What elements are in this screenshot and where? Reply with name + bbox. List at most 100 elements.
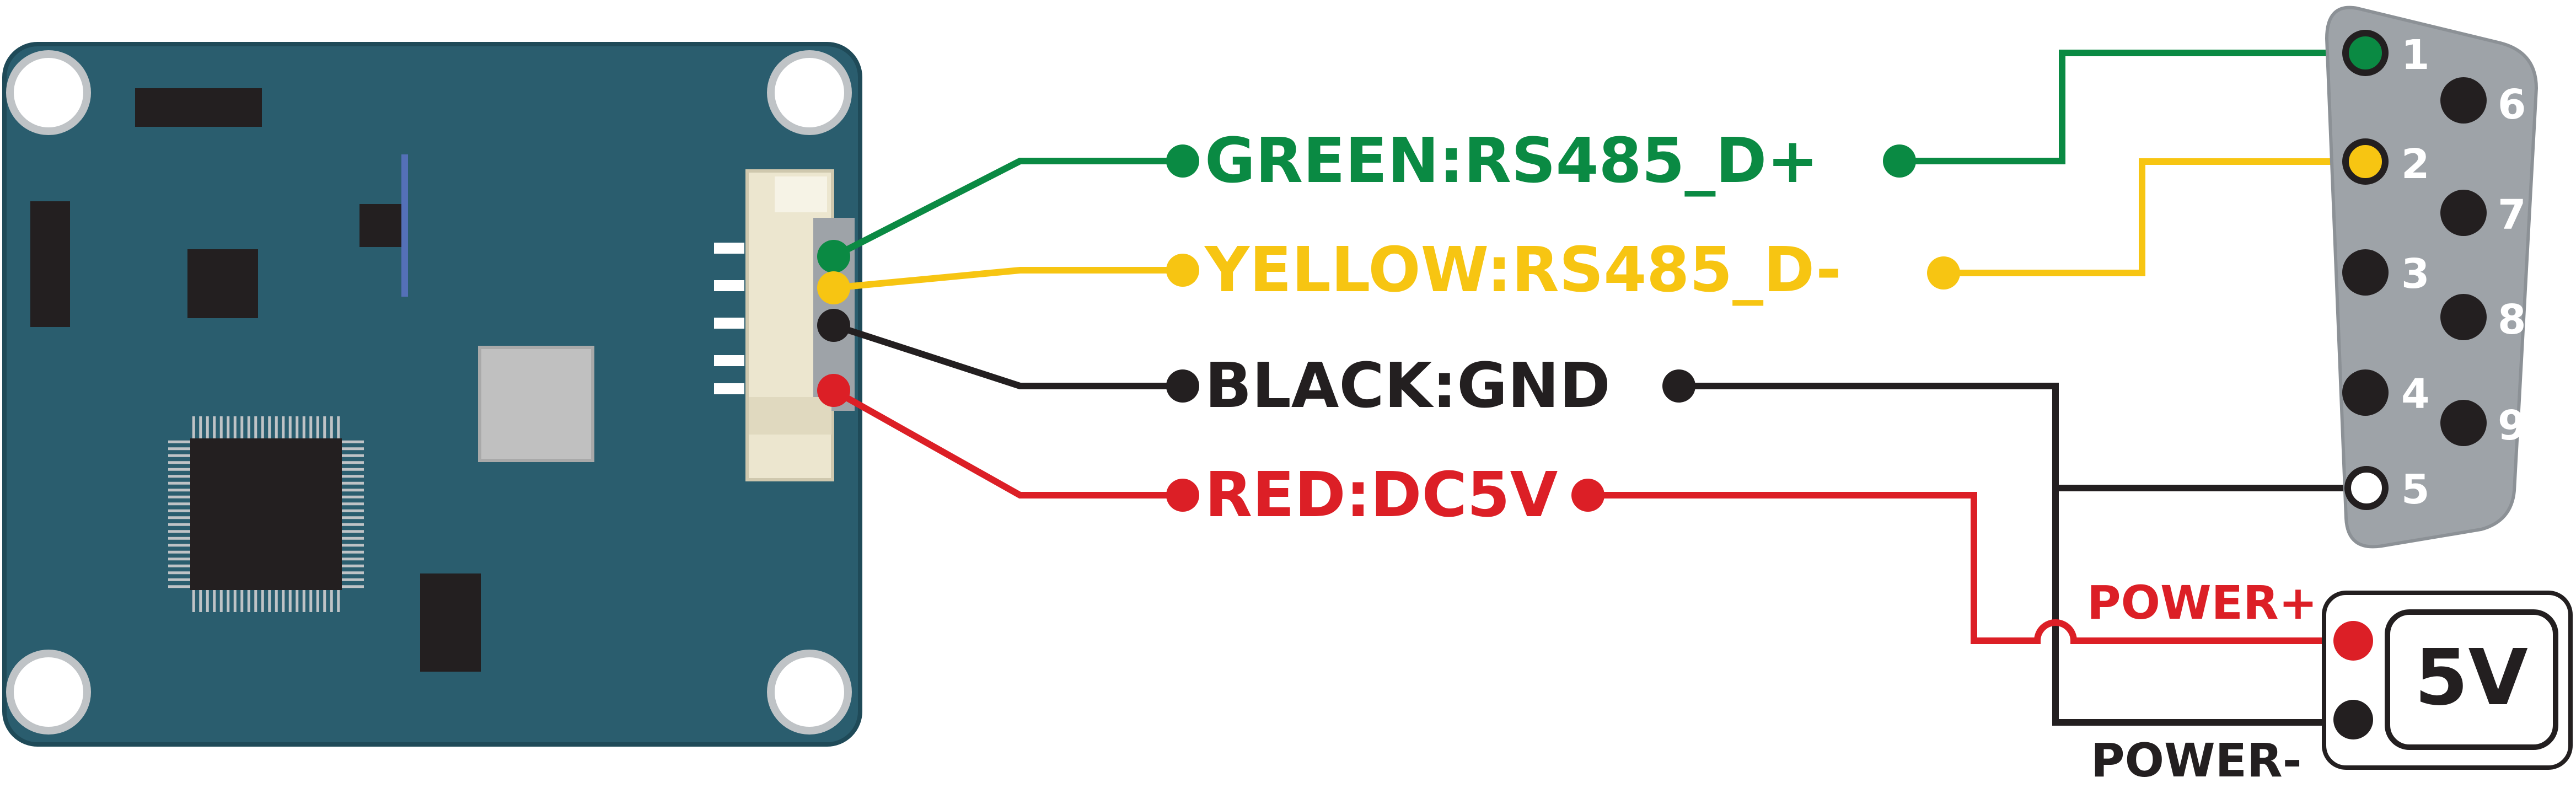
mcu-pin	[342, 550, 364, 554]
connector-pin	[714, 243, 744, 254]
mcu-pin	[168, 495, 190, 498]
wire-black-dot	[817, 309, 850, 342]
db9-pin-2	[2342, 138, 2389, 185]
mcu-pin	[168, 489, 190, 492]
db9-pin-number: 9	[2498, 402, 2526, 449]
mcu-pin	[168, 523, 190, 526]
db9-pin-8	[2440, 294, 2487, 340]
mcu-pin	[219, 416, 223, 438]
mcu-pin	[342, 481, 364, 485]
wire-red-dot	[817, 374, 850, 407]
db9-pin-number: 2	[2401, 141, 2430, 188]
mcu-pin	[168, 440, 190, 443]
connector-pin	[714, 318, 744, 329]
mcu-pin	[268, 590, 271, 612]
wire-black-dot	[1662, 369, 1695, 403]
mcu-pin	[342, 475, 364, 478]
wire-label-black: BLACK:GND	[1205, 350, 1611, 422]
wire-yellow-db9	[1944, 158, 2364, 276]
mcu-pin	[337, 416, 340, 438]
connector-pin	[714, 383, 744, 394]
mcu-pin	[342, 537, 364, 540]
mcu-pin	[296, 590, 299, 612]
mcu-pin	[342, 495, 364, 498]
mcu-pin	[309, 590, 313, 612]
wire-black-dot	[1166, 369, 1199, 403]
mcu-pin	[342, 440, 364, 443]
mcu-pin	[168, 537, 190, 540]
mcu-pin	[168, 468, 190, 471]
sensor-window	[478, 346, 594, 462]
mcu-pin	[168, 564, 190, 567]
wire-black-board	[833, 322, 1183, 389]
power-plus-terminal	[2333, 621, 2373, 661]
wire-green-board	[832, 158, 1183, 260]
mcu-pin	[323, 416, 326, 438]
mcu-pin	[192, 590, 195, 612]
mcu-pin	[219, 590, 223, 612]
mcu-pin	[168, 454, 190, 457]
mcu-pin	[282, 416, 285, 438]
db9-pin-number: 3	[2401, 250, 2430, 298]
wire-green-dot	[1166, 144, 1199, 178]
wire-red-dot	[1166, 479, 1199, 512]
mcu-pin	[342, 489, 364, 492]
db9-pin-7	[2440, 190, 2487, 236]
connector-pin	[714, 280, 744, 291]
mcu-pin	[168, 550, 190, 554]
mcu-pin	[199, 416, 202, 438]
chip-component	[420, 573, 481, 672]
mcu-pin	[168, 447, 190, 451]
db9-pin-number: 4	[2401, 371, 2430, 418]
db9-pin-9	[2440, 400, 2487, 446]
db9-pin-3	[2342, 249, 2389, 296]
mounting-hole	[6, 50, 91, 135]
mcu-pin	[288, 416, 292, 438]
mcu-pin	[342, 516, 364, 519]
wire-label-green: GREEN:RS485_D+	[1205, 125, 1818, 197]
db9-pin-number: 6	[2498, 81, 2526, 128]
mcu-pin	[275, 590, 278, 612]
db9-pin-5	[2344, 466, 2389, 510]
wire-yellow-dot	[1166, 254, 1199, 287]
mcu-pin	[316, 590, 319, 612]
mcu-pin	[213, 416, 216, 438]
wire-yellow-board	[833, 267, 1183, 291]
wires	[817, 50, 2366, 726]
mcu-pin	[342, 461, 364, 464]
mcu-pin	[302, 416, 305, 438]
mcu-pin	[342, 447, 364, 451]
mounting-hole	[767, 50, 852, 135]
mcu-pin	[168, 571, 190, 575]
db9-shell	[2325, 6, 2539, 549]
wire-yellow-dot	[817, 271, 850, 304]
mcu-pin	[168, 502, 190, 506]
mcu-pin	[342, 564, 364, 567]
mcu-pin	[309, 416, 313, 438]
wire-label-red: RED:DC5V	[1205, 459, 1558, 531]
mcu-pin	[254, 416, 257, 438]
mcu-pin	[168, 516, 190, 519]
wire-black-power	[1679, 383, 2357, 726]
mcu-pin	[247, 416, 250, 438]
mcu-pin	[168, 544, 190, 547]
wire-green-dot	[817, 240, 850, 273]
db9-pin-4	[2342, 369, 2389, 416]
mcu-pin	[342, 585, 364, 588]
connector-latch	[775, 176, 827, 212]
mcu-pin	[268, 416, 271, 438]
wire-red-dot	[1571, 479, 1604, 512]
db9-pin-number: 7	[2498, 191, 2526, 239]
mcu-pin	[330, 590, 333, 612]
mcu-pin	[254, 590, 257, 612]
mounting-hole	[6, 650, 91, 735]
power-supply: 5V POWER+ POWER-	[2087, 576, 2573, 787]
mcu-pin	[240, 590, 244, 612]
db9-pin-number: 5	[2401, 466, 2430, 513]
power-plus-label: POWER+	[2087, 576, 2317, 630]
mcu-pin	[330, 416, 333, 438]
mcu-pin	[168, 475, 190, 478]
mounting-hole	[767, 650, 852, 735]
sensor-board	[2, 42, 862, 747]
mcu-pin	[168, 578, 190, 581]
